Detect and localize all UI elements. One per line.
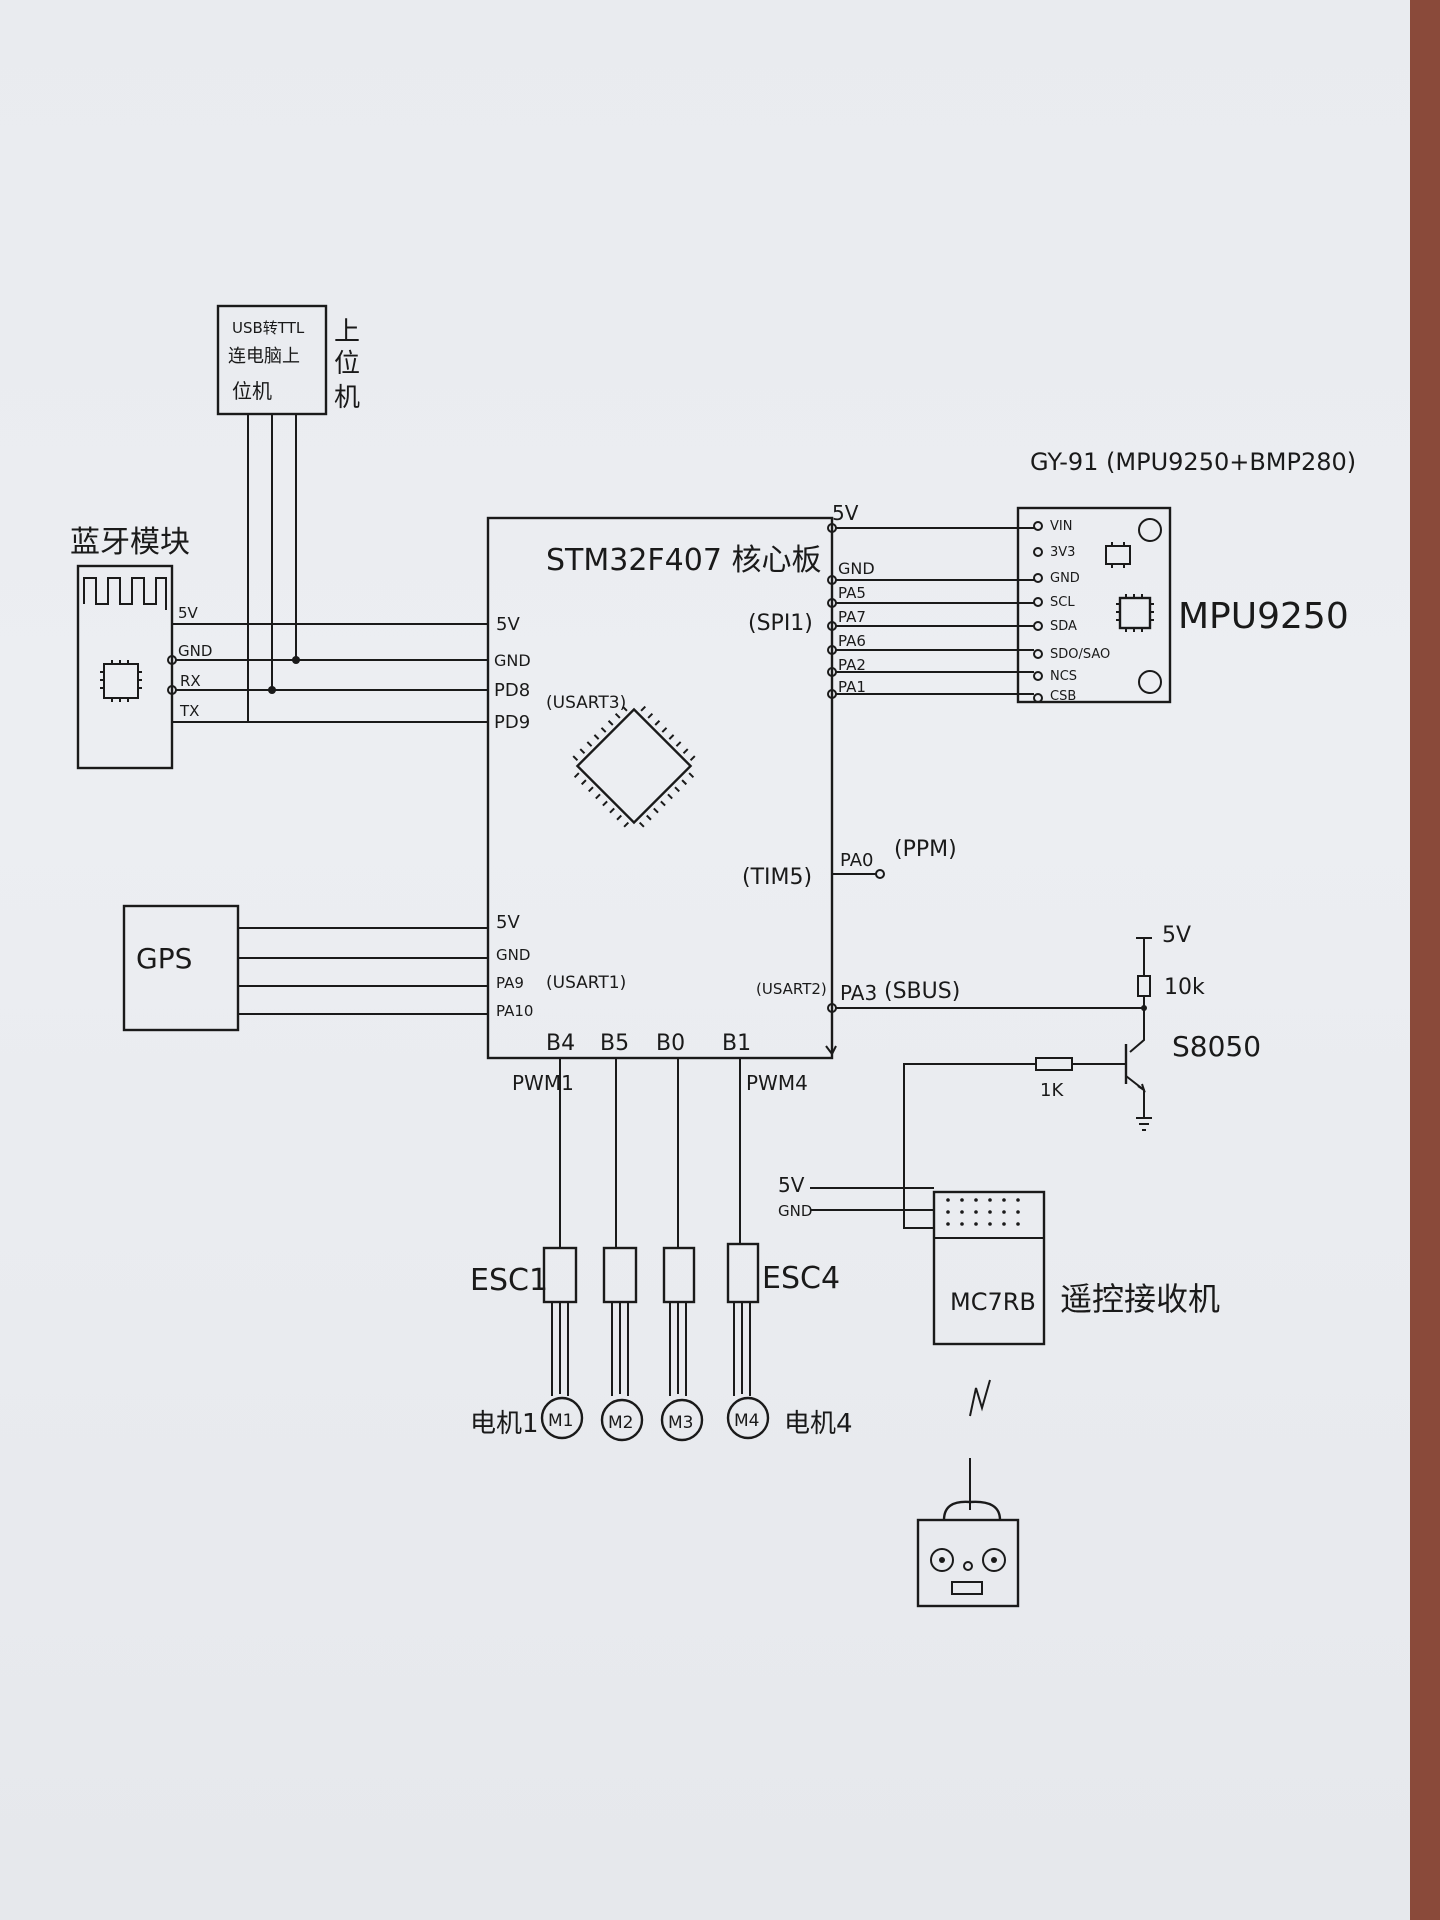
mcu-pin-5v-top: 5V xyxy=(496,614,520,635)
motor3-icon xyxy=(660,1398,704,1442)
mcu-pin-b0: B0 xyxy=(656,1031,685,1056)
esc1-label: ESC1 xyxy=(470,1263,548,1298)
gy91-small-chip-icon xyxy=(1105,545,1131,565)
mcu-pin-b5: B5 xyxy=(600,1031,629,1056)
gy91-pin-sda: SDA xyxy=(1050,619,1077,634)
paper-sheet xyxy=(0,0,1410,1920)
mcu-pin-pa7: PA7 xyxy=(838,608,866,626)
bt-pin-5v: 5V xyxy=(178,604,199,622)
receiver-label: MC7RB xyxy=(950,1288,1036,1316)
gy91-pin-csb: CSB xyxy=(1050,689,1076,704)
mcu-pin-pa2: PA2 xyxy=(838,656,866,674)
receiver-pin-header xyxy=(946,1198,1020,1226)
motor2-icon xyxy=(600,1398,644,1442)
bt-pin-rx: RX xyxy=(180,672,201,690)
mcu-pin-b1: B1 xyxy=(722,1031,751,1056)
mcu-pwm4: PWM4 xyxy=(746,1071,808,1095)
base-resistor xyxy=(1035,1057,1073,1071)
usb-ttl-side-1: 上 xyxy=(334,317,360,347)
mcu-pin-pa0: PA0 xyxy=(840,850,873,871)
usb-ttl-side-3: 机 xyxy=(334,383,360,413)
base-resistor-value: 1K xyxy=(1040,1080,1064,1101)
mcu-usart3: (USART3) xyxy=(546,693,626,713)
mcu-pin-pa1: PA1 xyxy=(838,678,866,696)
mcu-usart1: (USART1) xyxy=(546,973,626,993)
rc-receiver: 5V GND MC7RB 遥控接收机 xyxy=(778,1173,1220,1417)
motor2-label: M2 xyxy=(608,1413,633,1433)
motor1-icon xyxy=(540,1396,584,1440)
mcu-pin-5v-bottom: 5V xyxy=(496,912,520,933)
gy91-title: GY-91 (MPU9250+BMP280) xyxy=(1030,448,1356,476)
bluetooth-chip-icon xyxy=(103,663,139,699)
pullup-resistor xyxy=(1137,975,1151,997)
receiver-name: 遥控接收机 xyxy=(1060,1280,1220,1318)
motor1-label: M1 xyxy=(548,1411,573,1431)
mcu-ppm: (PPM) xyxy=(894,837,957,862)
mcu-pin-gnd-bottom: GND xyxy=(496,946,530,964)
bluetooth-title: 蓝牙模块 xyxy=(70,525,190,560)
mcu-tim5: (TIM5) xyxy=(742,865,812,890)
mcu-pin-pd9: PD9 xyxy=(494,712,530,733)
gy91-pin-scl: SCL xyxy=(1050,595,1075,610)
esc3-box xyxy=(662,1246,696,1304)
usb-ttl-line1: USB转TTL xyxy=(232,319,305,337)
gy91-pin-vin: VIN xyxy=(1050,519,1072,534)
mcu-pin-pa9: PA9 xyxy=(496,974,524,992)
motor4-label: M4 xyxy=(734,1411,759,1431)
transistor-circuit: 5V 10k S8050 1K xyxy=(836,923,1261,1229)
mcu-pin-pa10: PA10 xyxy=(496,1002,533,1020)
esc4-label: ESC4 xyxy=(762,1261,840,1296)
mcu-pin-pa6: PA6 xyxy=(838,632,866,650)
gps-module: GPS xyxy=(122,904,488,1032)
gy91-pin-sdo: SDO/SAO xyxy=(1050,647,1110,662)
mcu-pin-5v-right: 5V xyxy=(832,501,859,525)
motor1-name: 电机1 xyxy=(470,1409,539,1439)
stm32-core-board: STM32F407 核心板 5V GND PD8 PD9 (USART3) 5V… xyxy=(486,501,960,1095)
transistor-part: S8050 xyxy=(1172,1030,1261,1063)
mcu-pin-pd8: PD8 xyxy=(494,680,530,701)
pullup-value: 10k xyxy=(1164,975,1205,1000)
gy91-module: GY-91 (MPU9250+BMP280) MPU9250 VIN 3V3 G… xyxy=(836,448,1356,704)
mcu-pin-gnd-top: GND xyxy=(494,651,531,670)
receiver-pin-5v: 5V xyxy=(778,1173,805,1197)
mcu-pwm1: PWM1 xyxy=(512,1071,574,1095)
bt-pin-gnd: GND xyxy=(178,642,212,660)
usb-ttl-side-2: 位 xyxy=(334,349,360,379)
mcu-pin-gnd-right: GND xyxy=(838,559,875,578)
gy91-pin-ncs: NCS xyxy=(1050,669,1077,684)
bt-pin-tx: TX xyxy=(179,702,199,720)
transistor-vcc: 5V xyxy=(1162,923,1191,948)
gps-label: GPS xyxy=(136,942,192,975)
mcu-chip-icon xyxy=(572,705,696,828)
mcu-title: STM32F407 核心板 xyxy=(546,543,821,578)
mcu-sbus: (SBUS) xyxy=(884,979,960,1004)
bluetooth-module: 蓝牙模块 5V GND RX TX xyxy=(70,525,488,770)
motor4-icon xyxy=(726,1396,770,1440)
esc1-box xyxy=(542,1246,578,1304)
motor3-label: M3 xyxy=(668,1413,693,1433)
mcu-pin-b4: B4 xyxy=(546,1031,575,1056)
mpu9250-chip-icon xyxy=(1118,596,1152,630)
receiver-pin-gnd: GND xyxy=(778,1202,812,1220)
mcu-spi1: (SPI1) xyxy=(748,611,813,636)
usb-ttl-line2: 连电脑上 xyxy=(228,346,300,367)
escs-motors: ESC1 ESC4 M1 M2 M3 M4 电机1 电机4 xyxy=(470,1058,853,1442)
remote-controller-icon xyxy=(916,1458,1020,1608)
esc4-box xyxy=(726,1242,760,1304)
radio-wave-icon xyxy=(969,1379,991,1417)
mcu-usart2: (USART2) xyxy=(756,980,827,998)
mcu-pin-pa5: PA5 xyxy=(838,584,866,602)
gy91-pin-gnd: GND xyxy=(1050,571,1080,586)
gy91-chip-label: MPU9250 xyxy=(1178,596,1349,637)
esc2-box xyxy=(602,1246,638,1304)
usb-ttl-module: USB转TTL 连电脑上 位机 上 位 机 xyxy=(216,304,360,722)
gy91-pin-3v3: 3V3 xyxy=(1050,545,1075,560)
usb-ttl-line3: 位机 xyxy=(232,379,272,403)
mcu-pin-pa3: PA3 xyxy=(840,981,877,1005)
motor4-name: 电机4 xyxy=(784,1409,853,1439)
